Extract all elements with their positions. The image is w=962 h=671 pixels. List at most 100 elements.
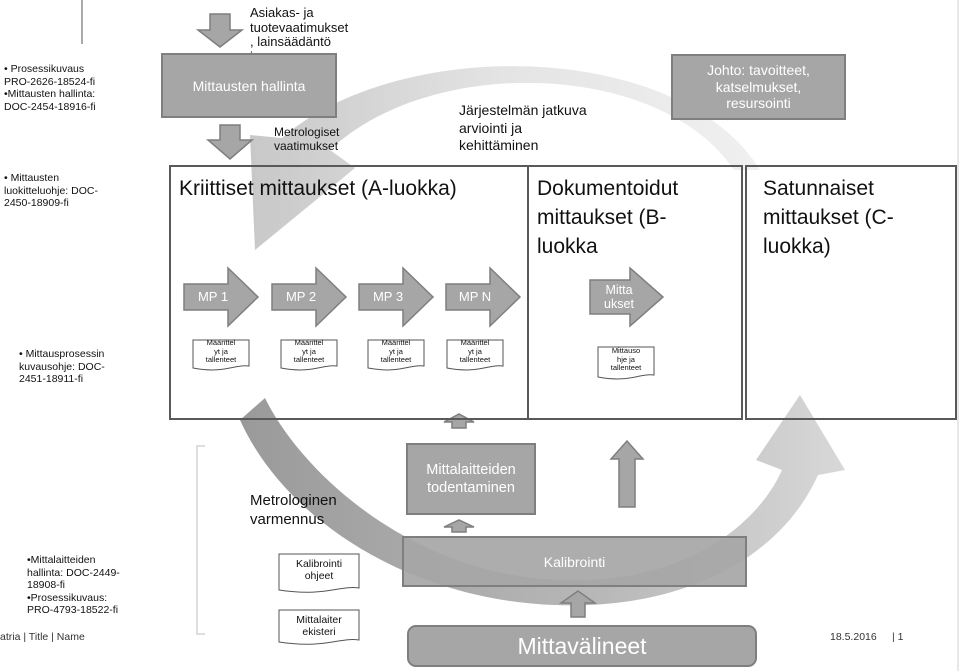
doc-shape-calibration (278, 553, 360, 593)
footer-left: atria | Title | Name (0, 631, 85, 643)
note-line: PRO-4793-18522-fi (27, 604, 119, 616)
note-line: hallinta: DOC-2449- (27, 566, 120, 579)
doc-line: Määrittel (381, 338, 411, 347)
label-line: ukset (604, 297, 634, 311)
down-arrow-requirements (195, 13, 245, 48)
cycle-arrow-lower (240, 395, 845, 606)
doc-line: tallenteet (293, 355, 325, 364)
up-arrow-to-b (609, 439, 645, 508)
metrological-requirements-label: Metrologiset vaatimukset (274, 125, 339, 153)
doc-mp3: Määrittel yt ja tallenteet (368, 338, 424, 365)
b-measurement-label: Mitta ukset (596, 283, 642, 311)
mp-arrow-2 (271, 266, 348, 328)
doc-line: tallenteet (380, 355, 412, 364)
doc-shapes (192, 339, 655, 645)
doc-line: Määrittel (460, 338, 490, 347)
verification-line: todentaminen (427, 480, 515, 496)
doc-shape-b (597, 346, 655, 380)
doc-mpn: Määrittel yt ja tallenteet (447, 338, 503, 365)
label-line: Järjestelmän jatkuva (459, 102, 587, 118)
mp-arrows (183, 266, 665, 328)
note-line: 2450-18909-fi (4, 197, 69, 209)
doc-shape-mp1 (192, 339, 250, 371)
label-line: kehittäminen (459, 137, 539, 153)
class-b-frame (527, 165, 743, 420)
class-a-title: Kriittiset mittaukset (A-luokka) (179, 174, 457, 203)
doc-line: tallenteet (205, 355, 237, 364)
b-measurement-arrow (589, 266, 665, 328)
footer-page: | 1 (892, 631, 904, 643)
doc-shape-mp3 (367, 339, 425, 371)
mp-arrow-3 (358, 266, 435, 328)
management-box: Mittausten hallinta (161, 53, 337, 118)
footer-date: 18.5.2016 (830, 631, 877, 643)
title-line: mittaukset (C- (763, 206, 894, 229)
doc-calibration-instructions: Kalibrointi ohjeet (279, 558, 359, 582)
instruments-box: Mittavälineet (407, 625, 757, 667)
doc-b-measurement: Mittauso hje ja tallenteet (598, 346, 654, 373)
mp-label-2: MP 2 (285, 289, 317, 304)
doc-shape-mp2 (280, 339, 338, 371)
instruments-label: Mittavälineet (517, 632, 647, 659)
calibration-box: Kalibrointi (402, 536, 747, 587)
up-arrows (443, 413, 645, 618)
note-line: DOC-2454-18916-fi (4, 100, 96, 113)
label-line: Metrologiset (274, 125, 340, 139)
doc-instrument-registry: Mittalaiter ekisteri (279, 614, 359, 638)
leadership-box: Johto: tavoitteet, katselmukset, resurso… (671, 54, 846, 120)
doc-shape-mpn (446, 339, 504, 371)
mp-label-n: MP N (458, 289, 492, 304)
mp-label-3: MP 3 (372, 289, 404, 304)
sidebar-note-process: • Prosessikuvaus PRO-2626-18524-fi •Mitt… (4, 63, 96, 113)
down-arrow-metrological (205, 124, 255, 160)
note-line: luokitteluohje: DOC- (4, 184, 98, 197)
label-line: tuotevaatimukset (250, 19, 349, 35)
note-line: •Mittalaitteiden (27, 554, 96, 566)
label-line: Asiakas- ja (250, 5, 314, 20)
sidebar-note-process-description: • Mittausprosessin kuvausohje: DOC- 2451… (19, 348, 105, 386)
leadership-line: katselmukset, (715, 78, 802, 95)
title-line: luokka) (763, 235, 831, 258)
label-line: vaatimukset (274, 139, 339, 153)
note-line: • Mittausten (4, 172, 60, 184)
doc-line: tallenteet (459, 355, 491, 364)
note-line: 2451-18911-fi (19, 373, 84, 385)
doc-mp1: Määrittel yt ja tallenteet (193, 338, 249, 365)
note-line: kuvausohje: DOC- (19, 360, 105, 373)
doc-line: yt ja (302, 346, 316, 356)
bracket (196, 445, 205, 635)
doc-line: Kalibrointi (295, 558, 343, 570)
label-line: Mitta (605, 283, 633, 297)
up-arrow-to-verification (443, 519, 475, 533)
title-line: Satunnaiset (763, 177, 874, 200)
note-line: • Mittausprosessin (19, 348, 105, 360)
note-line: •Prosessikuvaus: (27, 591, 108, 604)
doc-line: yt ja (468, 346, 482, 356)
note-line: • Prosessikuvaus (4, 63, 85, 75)
doc-line: ekisteri (302, 626, 336, 638)
doc-line: hje ja (617, 354, 635, 364)
doc-line: Mittalaiter (296, 614, 342, 626)
title-line: luokka (537, 235, 598, 258)
doc-line: yt ja (389, 346, 403, 356)
mp-arrow-n (445, 266, 522, 328)
class-c-frame (745, 165, 957, 420)
class-c-title: Satunnaiset mittaukset (C- luokka) (763, 174, 894, 261)
requirements-label: Asiakas- ja tuotevaatimukset , lainsäädä… (250, 5, 349, 64)
doc-line: Määrittel (206, 338, 236, 347)
leadership-line: resursointi (726, 95, 791, 112)
verification-box: Mittalaitteiden todentaminen (406, 443, 536, 515)
metrological-confirmation-label: Metrologinen varmennus (250, 491, 337, 529)
doc-shape-registry (278, 609, 360, 645)
continuous-improvement-label: Järjestelmän jatkuva arviointi ja kehitt… (459, 102, 587, 155)
label-line: varmennus (250, 511, 325, 528)
doc-line: Määrittel (294, 338, 324, 347)
calibration-label: Kalibrointi (543, 553, 606, 570)
up-arrow-to-calibration (558, 590, 598, 618)
doc-line: Mittauso (611, 346, 641, 355)
note-line: 18908-fi (27, 579, 65, 591)
label-line: arviointi ja (459, 119, 523, 136)
label-line: Metrologinen (250, 492, 337, 509)
mp-label-1: MP 1 (197, 289, 229, 304)
